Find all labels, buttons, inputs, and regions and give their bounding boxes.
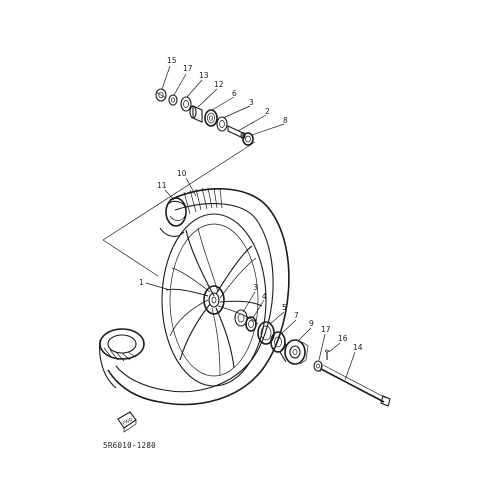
part-11-tire-section — [159, 197, 187, 237]
leader-1 — [145, 282, 171, 291]
lower-leader-lines — [242, 291, 356, 381]
part-3-seal-upper — [216, 116, 228, 132]
callout-17-lower: 17 — [321, 325, 331, 334]
callout-10: 10 — [177, 169, 187, 178]
wheel-rim-outer — [161, 213, 267, 387]
upper-leader-lines — [161, 65, 285, 136]
leader-11 — [164, 189, 175, 201]
callout-15: 15 — [167, 56, 177, 65]
callout-16: 16 — [338, 334, 348, 343]
callout-17-upper: 17 — [183, 64, 193, 73]
callout-2: 2 — [265, 107, 270, 116]
callout-13: 13 — [199, 71, 209, 80]
part-9-gear-housing — [279, 339, 309, 365]
part-7-disc — [270, 331, 286, 353]
upper-hub-parts — [155, 65, 285, 146]
part-3-seal-lower — [234, 309, 248, 327]
part-12-spacer — [189, 105, 203, 123]
callout-14: 14 — [353, 343, 363, 352]
part-14-axle — [319, 363, 391, 407]
forward-badge-text: FWD — [122, 416, 135, 426]
part-2-spacer-tube — [227, 125, 246, 140]
part-16-pin — [325, 349, 329, 360]
callout-5: 5 — [282, 303, 287, 312]
part-8-bearing — [242, 132, 254, 146]
tire-outer-profile — [107, 187, 290, 406]
part-17-washer — [168, 94, 178, 106]
tire-cutaway-end — [99, 328, 145, 389]
wheel-rim-inner — [169, 223, 259, 377]
part-13-collar — [180, 96, 192, 112]
callout-4: 4 — [262, 292, 267, 301]
part-4-bearing — [245, 316, 257, 332]
alignment-lines — [102, 141, 256, 277]
callout-11: 11 — [157, 181, 167, 190]
tire-inner-edge — [115, 203, 274, 393]
part-6-bearing — [204, 109, 218, 127]
callout-6: 6 — [232, 89, 237, 98]
callout-8: 8 — [283, 116, 288, 125]
part-15-nut — [155, 88, 167, 102]
callout-7: 7 — [294, 311, 299, 320]
leader-10 — [185, 177, 197, 197]
lower-hub-parts — [234, 291, 391, 407]
part-code: 5R6010-1280 — [103, 441, 156, 450]
callout-9: 9 — [309, 319, 314, 328]
callout-12: 12 — [214, 80, 224, 89]
part-17-washer-lower — [313, 360, 323, 372]
callout-3-lower: 3 — [253, 283, 258, 292]
wheel-assembly — [99, 187, 290, 406]
callout-3-upper: 3 — [249, 98, 254, 107]
tire-tread-hatch — [183, 187, 223, 215]
forward-direction-badge: FWD — [117, 411, 137, 433]
callout-1: 1 — [139, 278, 144, 287]
wheel-hub-center — [203, 285, 225, 315]
